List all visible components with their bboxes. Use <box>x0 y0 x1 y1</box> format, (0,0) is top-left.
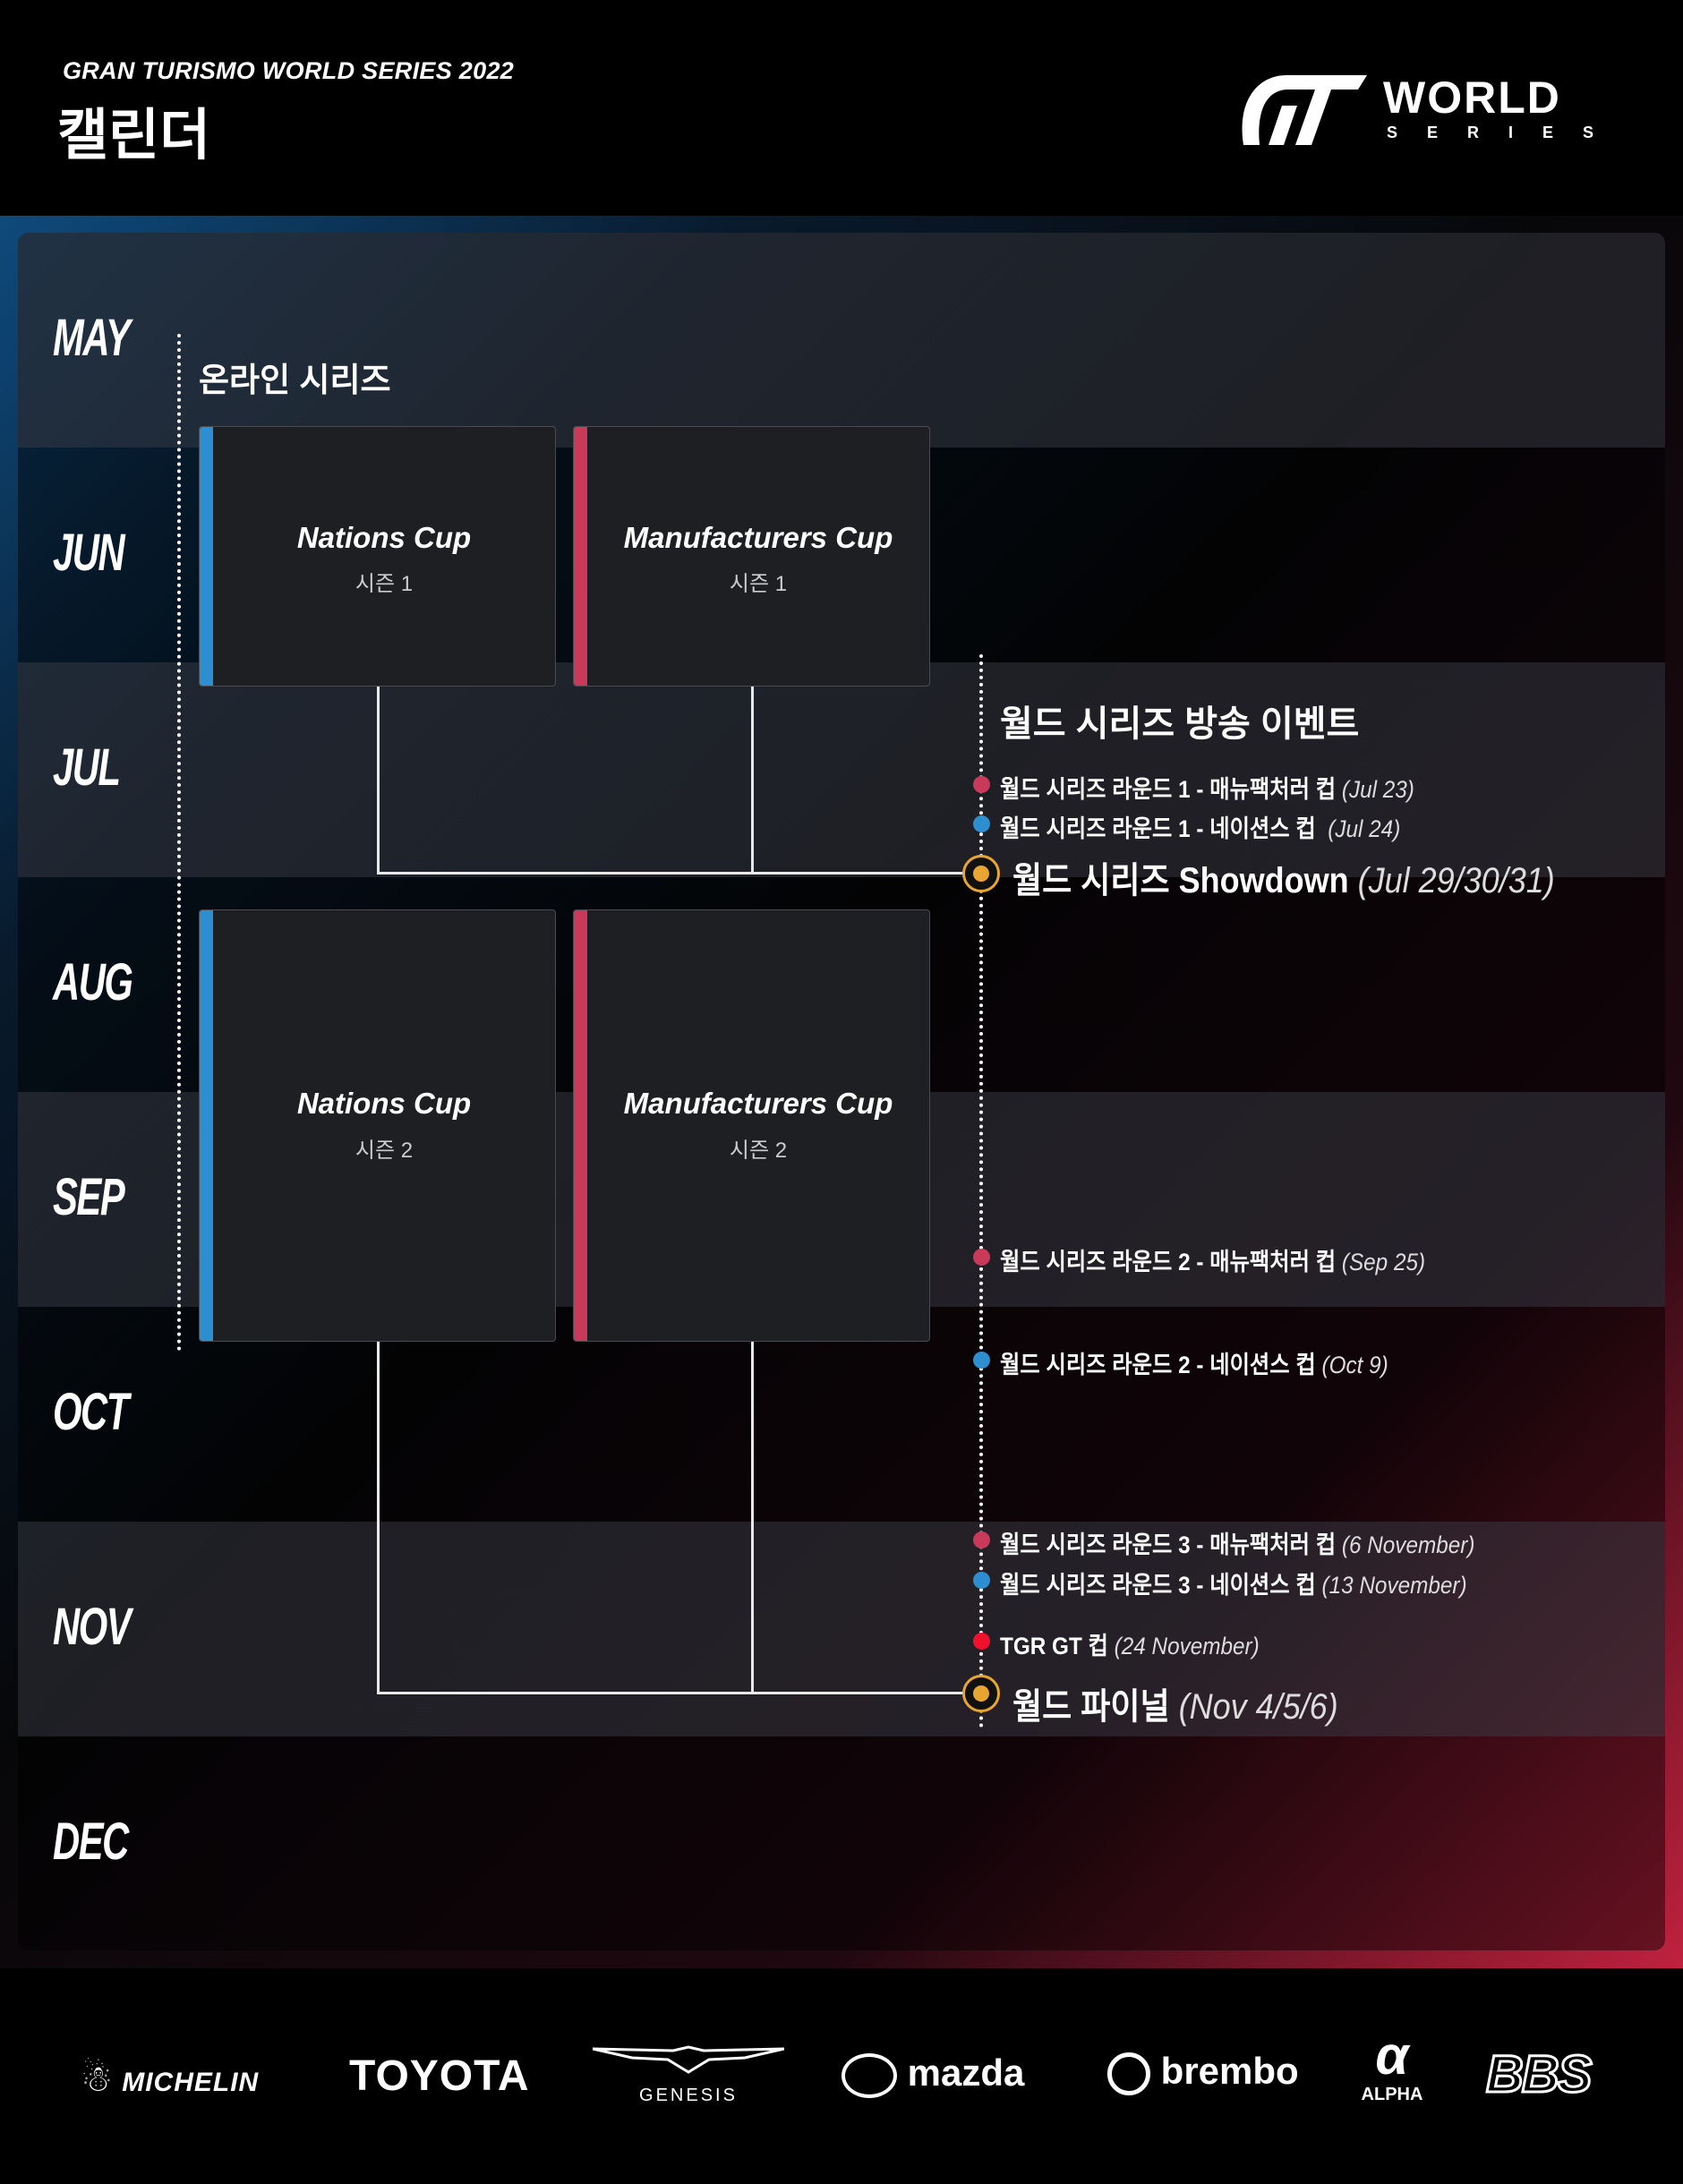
alpha-icon: α <box>1375 2026 1409 2086</box>
nations-cup-season2-card[interactable]: Nations Cup 시즌 2 <box>199 909 556 1342</box>
event-date: (Sep 25) <box>1341 1249 1426 1275</box>
event-item: 월드 시리즈 라운드 3 - 매뉴팩처러 컵 (6 November) <box>1000 1525 1474 1560</box>
event-date: (Jul 23) <box>1341 776 1414 803</box>
mazda-logo: mazda <box>842 2052 1024 2098</box>
manufacturers-dot-icon <box>973 1249 990 1266</box>
month-row-may: MAY <box>18 233 1665 448</box>
connector-line <box>377 1692 968 1694</box>
genesis-logo: GENESIS <box>592 2045 785 2108</box>
header <box>0 0 1683 216</box>
broadcast-title: 월드 시리즈 방송 이벤트 <box>1000 704 1360 744</box>
month-label: MAY <box>53 309 131 367</box>
month-row-jul: JUL <box>18 662 1665 877</box>
final-marker-icon <box>962 1675 1000 1712</box>
event-label: 월드 시리즈 라운드 1 - 매뉴팩처러 컵 <box>1000 776 1337 803</box>
connector-line <box>751 1342 754 1693</box>
month-label: JUN <box>53 524 125 582</box>
month-label: NOV <box>53 1598 132 1656</box>
connector-line <box>377 872 968 874</box>
event-item-world-final: 월드 파이널 (Nov 4/5/6) <box>1012 1677 1338 1729</box>
gt-world-series-logo: WORLD S E R I E S <box>1233 63 1627 152</box>
card-title: Manufacturers Cup <box>623 521 893 554</box>
michelin-logo: ☃ MICHELIN <box>81 2059 259 2100</box>
card-season: 시즌 2 <box>729 1139 788 1163</box>
card-title: Nations Cup <box>296 1087 472 1120</box>
event-item: 월드 시리즈 라운드 2 - 매뉴팩처러 컵 (Sep 25) <box>1000 1242 1425 1277</box>
month-row-nov: NOV <box>18 1522 1665 1736</box>
event-label: 월드 시리즈 라운드 1 - 네이션스 컵 <box>1000 815 1316 842</box>
manufacturers-dot-icon <box>973 1531 990 1548</box>
month-row-dec: DEC <box>18 1736 1665 1950</box>
nations-dot-icon <box>973 1352 990 1369</box>
nations-dot-icon <box>973 1572 990 1589</box>
month-label: DEC <box>53 1813 129 1871</box>
sponsor-name: brembo <box>1160 2050 1299 2092</box>
event-date: (Jul 24) <box>1328 815 1401 842</box>
event-item: 월드 시리즈 라운드 1 - 매뉴팩처러 컵 (Jul 23) <box>1000 770 1414 805</box>
online-series-timeline <box>177 334 181 1352</box>
event-date: (Oct 9) <box>1321 1352 1388 1378</box>
bbs-logo: BBS <box>1484 2044 1593 2105</box>
month-label: JUL <box>53 738 121 797</box>
manufacturers-stripe <box>574 427 587 686</box>
event-label: 월드 시리즈 라운드 3 - 매뉴팩처러 컵 <box>1000 1531 1337 1558</box>
nations-cup-season1-card[interactable]: Nations Cup 시즌 1 <box>199 426 556 687</box>
event-label: 월드 시리즈 라운드 2 - 매뉴팩처러 컵 <box>1000 1249 1337 1275</box>
event-label: TGR GT 컵 <box>1000 1633 1108 1659</box>
manufacturers-cup-season1-card[interactable]: Manufacturers Cup 시즌 1 <box>573 426 930 687</box>
manufacturers-stripe <box>574 910 587 1341</box>
card-season: 시즌 1 <box>729 572 788 596</box>
manufacturers-cup-season2-card[interactable]: Manufacturers Cup 시즌 2 <box>573 909 930 1342</box>
card-title: Manufacturers Cup <box>623 1087 893 1120</box>
gt-logo-icon <box>1242 75 1367 145</box>
sponsor-name: GENESIS <box>639 2086 738 2105</box>
nations-stripe <box>200 910 213 1341</box>
event-label: 월드 시리즈 라운드 2 - 네이션스 컵 <box>1000 1352 1316 1378</box>
brembo-emblem-icon <box>1107 2052 1150 2095</box>
event-date: (13 November) <box>1321 1572 1467 1599</box>
showdown-marker-icon <box>962 855 1000 892</box>
month-row-oct: OCT <box>18 1307 1665 1522</box>
sponsor-name: MICHELIN <box>122 2068 260 2097</box>
logo-world-text: WORLD <box>1383 73 1561 123</box>
event-date: (Jul 29/30/31) <box>1357 861 1555 900</box>
card-season: 시즌 1 <box>355 572 414 596</box>
bibendum-icon: ☃ <box>81 2060 114 2099</box>
online-series-title: 온라인 시리즈 <box>199 362 391 398</box>
connector-line <box>377 687 380 874</box>
nations-dot-icon <box>973 815 990 832</box>
event-label: 월드 파이널 <box>1012 1687 1170 1727</box>
connector-line <box>751 687 754 874</box>
month-label: OCT <box>53 1383 129 1441</box>
series-title: GRAN TURISMO WORLD SERIES 2022 <box>63 57 515 84</box>
event-item: 월드 시리즈 라운드 2 - 네이션스 컵 (Oct 9) <box>1000 1345 1388 1380</box>
event-item: 월드 시리즈 라운드 1 - 네이션스 컵 (Jul 24) <box>1000 809 1400 844</box>
event-label: 월드 시리즈 Showdown <box>1012 861 1349 900</box>
event-item: 월드 시리즈 라운드 3 - 네이션스 컵 (13 November) <box>1000 1565 1467 1600</box>
manufacturers-dot-icon <box>973 776 990 793</box>
sponsor-name: ALPHA <box>1361 2085 1423 2104</box>
event-date: (Nov 4/5/6) <box>1178 1687 1338 1727</box>
logo-series-text: S E R I E S <box>1387 124 1607 141</box>
month-label: SEP <box>53 1168 125 1226</box>
event-date: (24 November) <box>1114 1633 1260 1659</box>
sponsor-name: mazda <box>907 2052 1025 2094</box>
genesis-wings-icon <box>592 2045 785 2074</box>
connector-line <box>377 1342 380 1693</box>
nations-stripe <box>200 427 213 686</box>
event-date: (6 November) <box>1341 1531 1475 1558</box>
brembo-logo: brembo <box>1107 2050 1299 2095</box>
card-title: Nations Cup <box>296 521 472 554</box>
event-label: 월드 시리즈 라운드 3 - 네이션스 컵 <box>1000 1572 1316 1599</box>
card-season: 시즌 2 <box>355 1139 414 1163</box>
page-title: 캘린더 <box>57 105 211 166</box>
toyota-logo: TOYOTA <box>349 2052 530 2100</box>
mazda-emblem-icon <box>842 2052 897 2098</box>
tgr-dot-icon <box>973 1633 990 1650</box>
broadcast-timeline <box>979 654 983 1728</box>
event-item: TGR GT 컵 (24 November) <box>1000 1626 1260 1661</box>
month-label: AUG <box>53 953 133 1011</box>
event-item-showdown: 월드 시리즈 Showdown (Jul 29/30/31) <box>1012 851 1555 903</box>
